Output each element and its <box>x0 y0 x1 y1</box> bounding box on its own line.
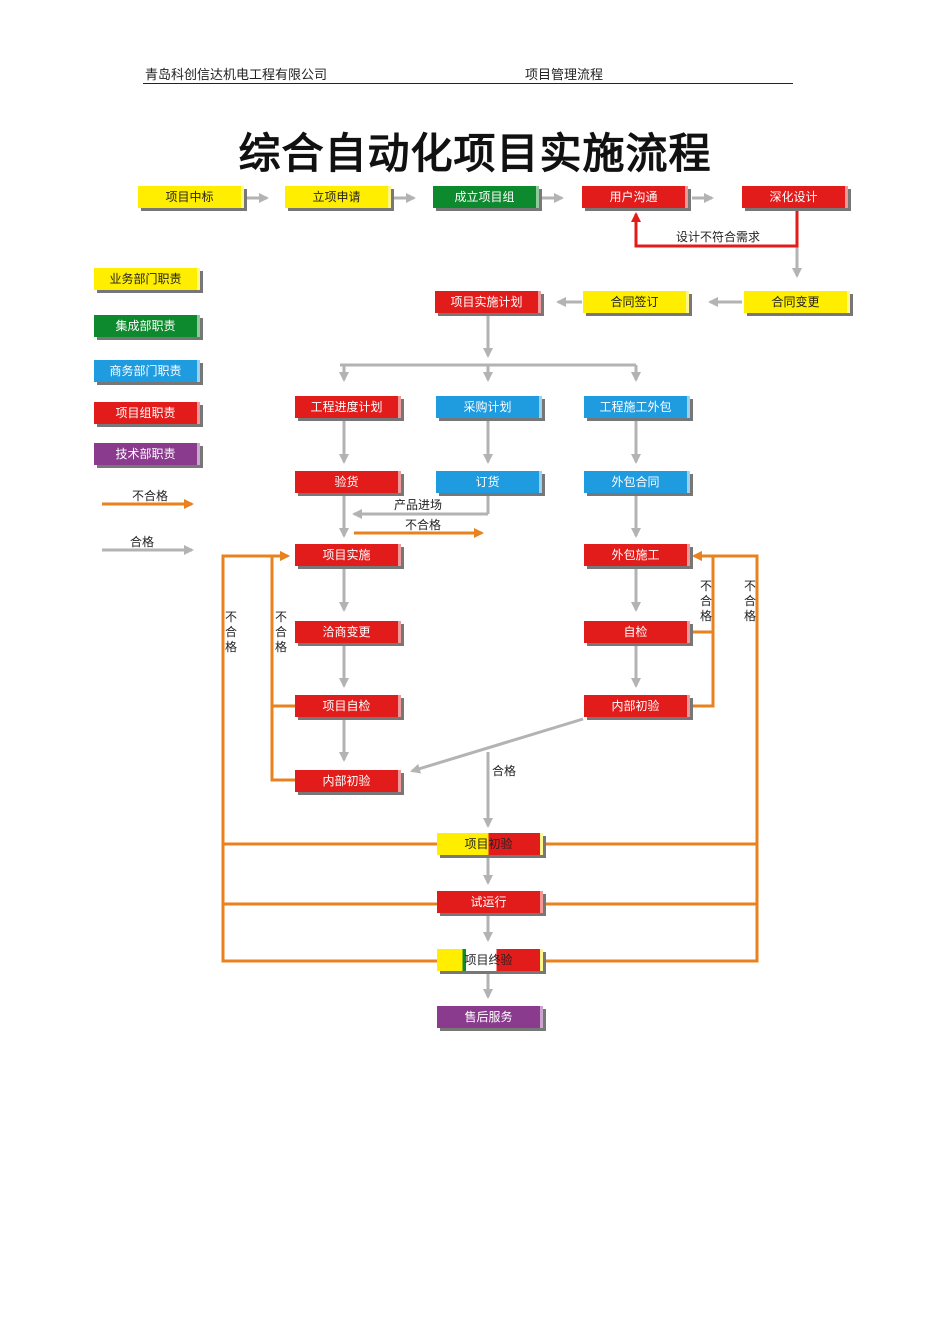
node-self-check-out: 自检 <box>584 621 690 643</box>
legend-pass-label: 合格 <box>130 535 155 549</box>
legend-fail-label: 不合格 <box>132 489 169 503</box>
node-win-bid: 项目中标 <box>138 186 244 208</box>
node-first-accept: 项目初验 <box>437 833 543 855</box>
node-deep-design: 深化设计 <box>742 186 848 208</box>
node-inner-first-out: 内部初验 <box>584 695 690 717</box>
header-doc-title: 项目管理流程 <box>525 68 604 83</box>
node-form-team: 成立项目组 <box>433 186 539 208</box>
node-negotiate-change: 洽商变更 <box>295 621 401 643</box>
node-inspection: 验货 <box>295 471 401 493</box>
page-title: 综合自动化项目实施流程 <box>238 129 712 178</box>
label-pass: 合格 <box>492 764 517 778</box>
label-fail-right-inner: 不合格 <box>699 579 712 623</box>
legend-commerce: 商务部门职责 <box>94 360 200 382</box>
node-self-check: 项目自检 <box>295 695 401 717</box>
node-out-contract: 外包合同 <box>584 471 690 493</box>
node-trial-run: 试运行 <box>437 891 543 913</box>
legend-integration: 集成部职责 <box>94 315 200 337</box>
label-fail-left-inner: 不合格 <box>274 610 287 654</box>
node-final-accept: 项目终验 <box>437 949 543 971</box>
label-fail-inspection: 不合格 <box>405 518 442 532</box>
node-implement: 项目实施 <box>295 544 401 566</box>
node-out-construct: 外包施工 <box>584 544 690 566</box>
node-purchase-plan: 采购计划 <box>436 396 542 418</box>
legend-tech: 技术部职责 <box>94 443 200 465</box>
label-design-fail: 设计不符合需求 <box>676 230 761 244</box>
node-apply: 立项申请 <box>285 186 391 208</box>
node-outsourcing: 工程施工外包 <box>584 396 690 418</box>
node-contract-sign: 合同签订 <box>583 291 689 313</box>
node-after-sales: 售后服务 <box>437 1006 543 1028</box>
node-inner-first: 内部初验 <box>295 770 401 792</box>
legend-project-team: 项目组职责 <box>94 402 200 424</box>
node-user-comm: 用户沟通 <box>582 186 688 208</box>
header-rule <box>143 83 793 84</box>
legend-business: 业务部门职责 <box>94 268 200 290</box>
node-progress-plan: 工程进度计划 <box>295 396 401 418</box>
label-fail-left-outer: 不合格 <box>224 610 237 654</box>
node-ordering: 订货 <box>436 471 542 493</box>
label-fail-right-outer: 不合格 <box>743 579 756 623</box>
node-impl-plan: 项目实施计划 <box>435 291 541 313</box>
label-product-entry: 产品进场 <box>394 498 443 512</box>
header-company: 青岛科创信达机电工程有限公司 <box>145 68 328 83</box>
node-contract-change: 合同变更 <box>744 291 850 313</box>
